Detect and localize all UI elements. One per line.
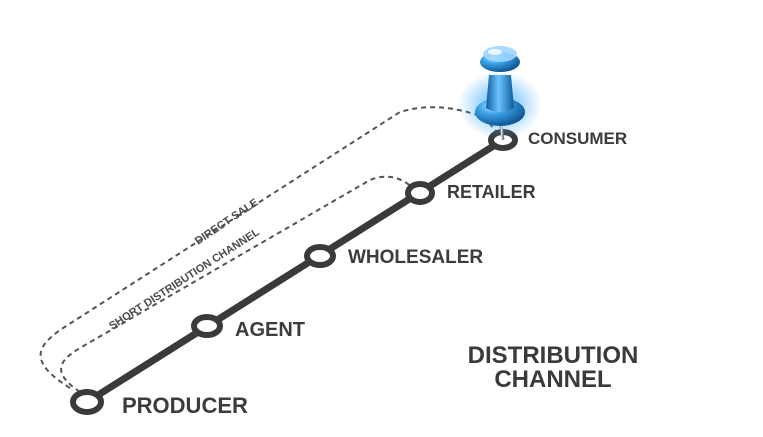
retailer-label: RETAILER xyxy=(447,182,536,202)
agent-label: AGENT xyxy=(235,319,305,341)
direct-sale-path xyxy=(39,106,501,389)
producer-node xyxy=(70,389,104,415)
wholesaler-node xyxy=(304,244,336,268)
short-channel-label: SHORT DISTRIBUTION CHANNEL xyxy=(107,226,262,332)
agent-node xyxy=(191,314,223,338)
title-line-1: DISTRIBUTION xyxy=(468,342,639,369)
producer-label: PRODUCER xyxy=(122,393,248,418)
channel-line xyxy=(83,136,507,406)
pushpin-icon xyxy=(458,46,542,141)
short-channel-path xyxy=(60,175,416,393)
title-line-2: CHANNEL xyxy=(494,366,611,393)
wholesaler-label: WHOLESALER xyxy=(348,247,483,268)
retailer-node xyxy=(405,181,435,205)
consumer-label: CONSUMER xyxy=(528,129,627,148)
